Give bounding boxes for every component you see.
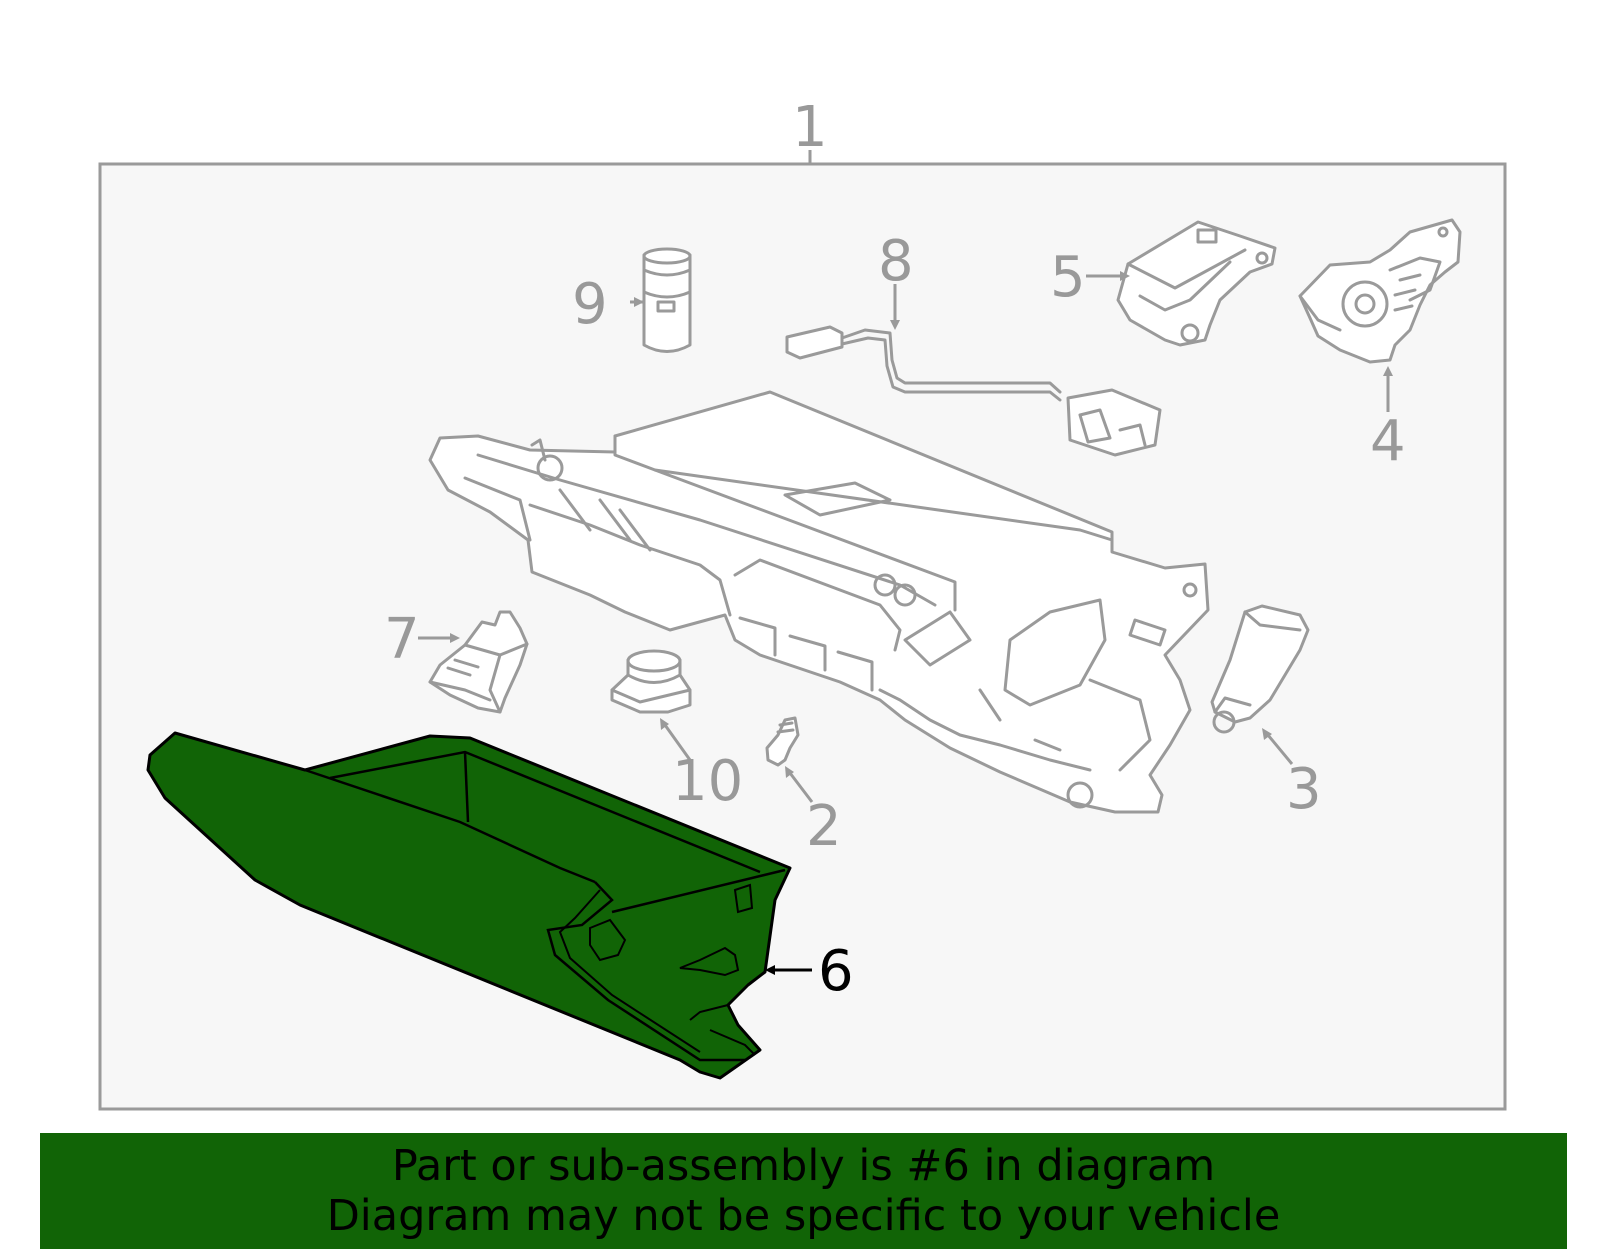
banner-line-2: Diagram may not be specific to your vehi… <box>326 1191 1281 1241</box>
callout-9: 9 <box>572 272 608 337</box>
leader-lines <box>418 271 1393 975</box>
part-3-damper[interactable] <box>1210 604 1310 734</box>
callout-2: 2 <box>806 794 842 859</box>
banner-line-1: Part or sub-assembly is #6 in diagram <box>391 1141 1216 1191</box>
part-7-switch[interactable] <box>428 610 529 714</box>
callout-1: 1 <box>792 95 828 160</box>
part-info-banner: Part or sub-assembly is #6 in diagram Di… <box>40 1133 1567 1249</box>
callout-8: 8 <box>878 229 914 294</box>
part-8-wire-harness[interactable] <box>785 325 1162 457</box>
callout-10: 10 <box>672 749 743 814</box>
callout-4: 4 <box>1370 409 1406 474</box>
glove-box-housing[interactable] <box>428 390 1210 814</box>
callout-7: 7 <box>384 607 420 672</box>
part-2-pin[interactable] <box>765 716 800 767</box>
callout-5: 5 <box>1050 245 1086 310</box>
part-9-cylinder[interactable] <box>642 247 692 353</box>
part-6-glove-box-door[interactable] <box>146 731 792 1080</box>
callout-6: 6 <box>818 939 854 1004</box>
part-4-latch[interactable] <box>1298 218 1462 364</box>
part-10-grommet[interactable] <box>610 649 692 714</box>
callout-3: 3 <box>1286 757 1322 822</box>
part-5-bracket[interactable] <box>1116 220 1277 347</box>
